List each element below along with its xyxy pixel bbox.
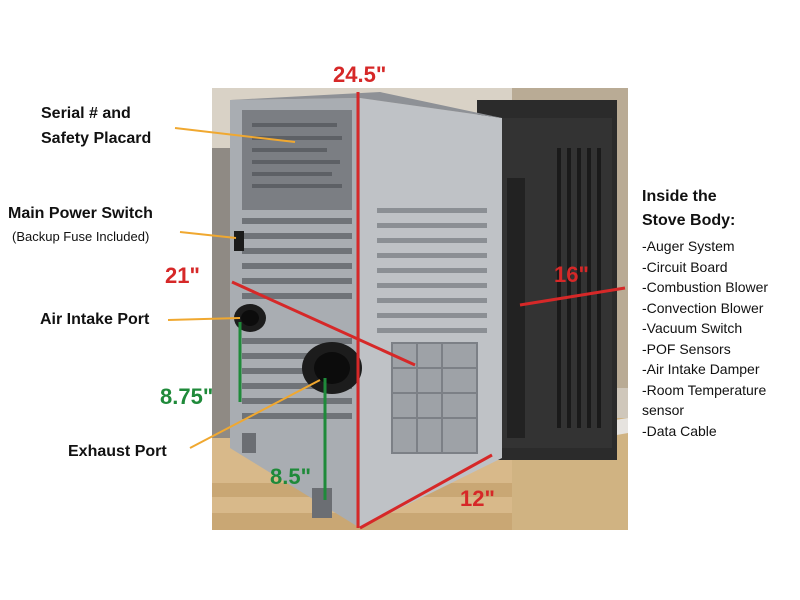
- depth-dimension-label: 21": [165, 263, 200, 288]
- exhaust-height-label: 8.5": [270, 464, 312, 489]
- main-power-switch-label: Main Power Switch: [8, 205, 153, 222]
- list-item: -Vacuum Switch: [642, 320, 743, 336]
- list-item: -Convection Blower: [642, 299, 764, 316]
- exhaust-port-label: Exhaust Port: [68, 443, 167, 460]
- list-item: -Combustion Blower: [642, 279, 769, 295]
- height-dimension-label: 24.5": [333, 62, 387, 87]
- inside-title-line1: Inside the: [642, 188, 717, 205]
- inside-feature-list: -Auger System -Circuit Board -Combustion…: [642, 236, 768, 441]
- backup-fuse-label: (Backup Fuse Included): [12, 229, 150, 244]
- list-item: -Room Temperature: [642, 381, 767, 398]
- list-item: sensor: [642, 402, 685, 418]
- side-dimension-label: 12": [460, 486, 495, 511]
- list-item: -Auger System: [642, 238, 735, 254]
- serial-label-line2: Safety Placard: [41, 130, 152, 147]
- list-item: -Air Intake Damper: [642, 361, 760, 377]
- width-dimension-label: 16": [554, 262, 589, 287]
- intake-height-label: 8.75": [160, 384, 214, 409]
- serial-label-line1: Serial # and: [41, 105, 131, 122]
- list-item: -Data Cable: [642, 422, 717, 439]
- list-item: -POF Sensors: [642, 340, 731, 357]
- air-intake-port-label: Air Intake Port: [40, 311, 150, 328]
- inside-title-line2: Stove Body:: [642, 212, 736, 229]
- list-item: -Circuit Board: [642, 258, 728, 275]
